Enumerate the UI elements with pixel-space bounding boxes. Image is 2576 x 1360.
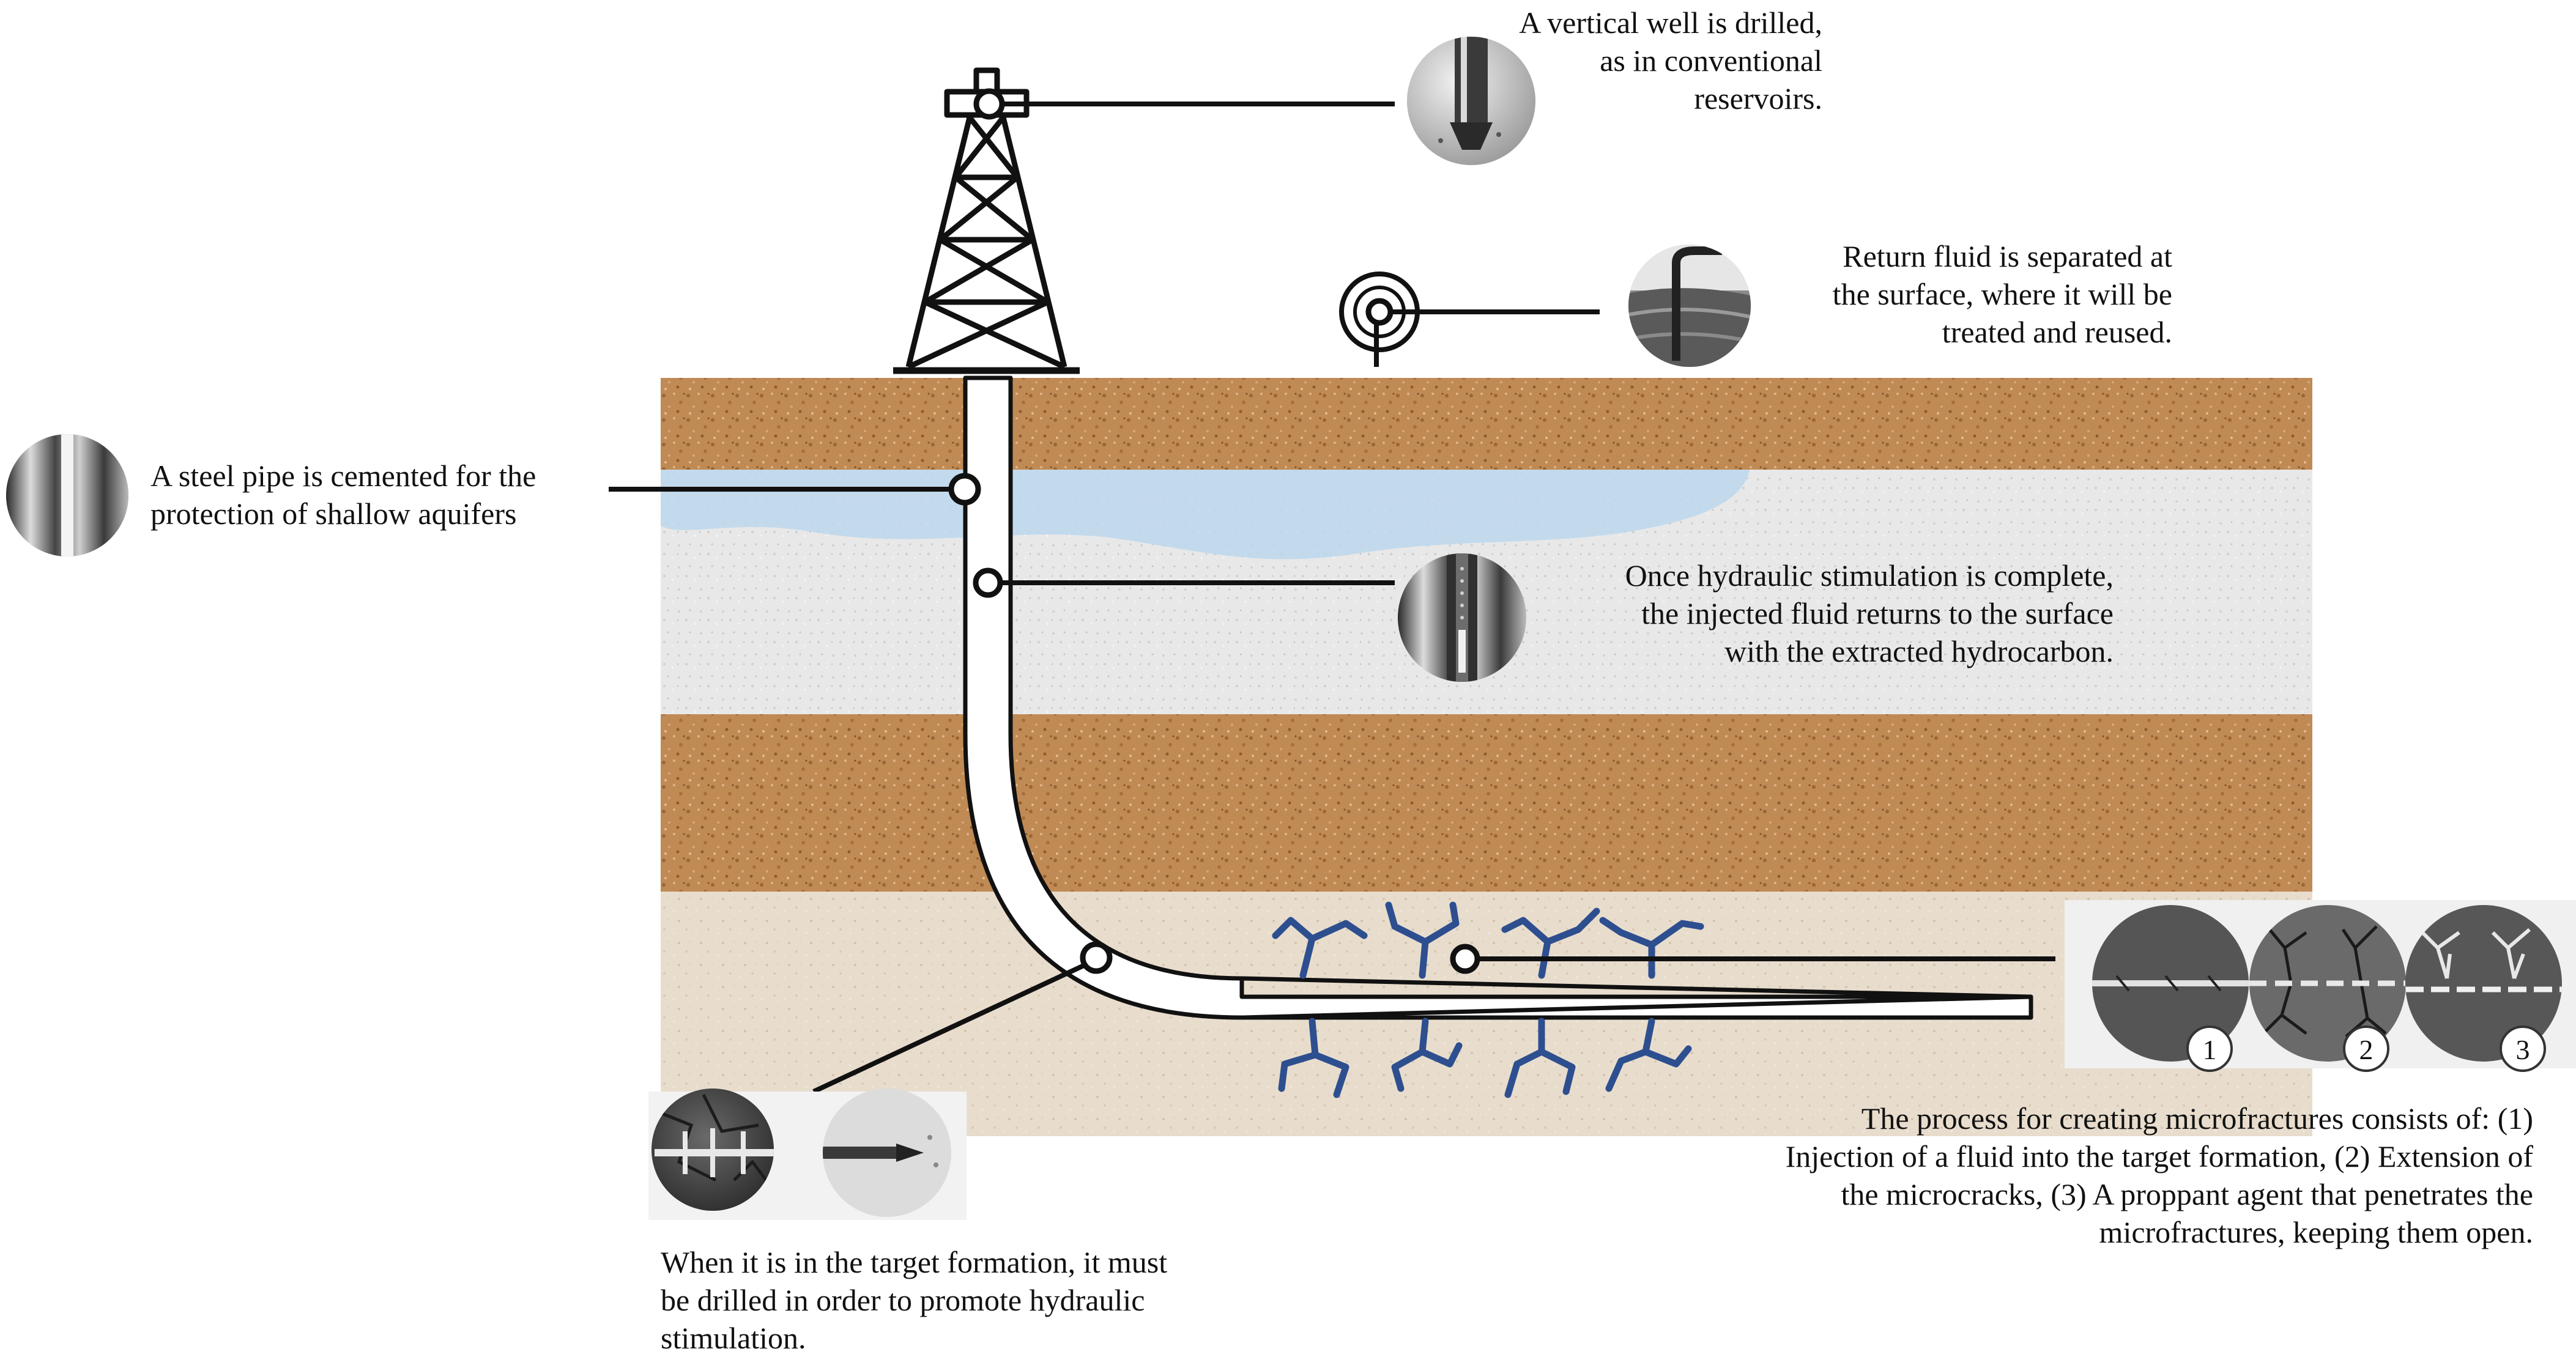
step-number-3: 3 bbox=[2516, 1034, 2530, 1065]
return-fluid-icon bbox=[1628, 245, 1751, 367]
step-number-1: 1 bbox=[2203, 1034, 2217, 1065]
marker-injected-fluid bbox=[973, 567, 1003, 598]
wellbore-pipe bbox=[963, 375, 2033, 1020]
wellbore-tip bbox=[1241, 976, 2033, 1020]
label-target-formation-line-3: stimulation. bbox=[661, 1321, 806, 1355]
label-vertical-well-line-3: reservoirs. bbox=[1694, 81, 1822, 116]
label-injected-fluid: Once hydraulic stimulation is complete, … bbox=[1625, 556, 2114, 670]
label-target-formation: When it is in the target formation, it m… bbox=[661, 1243, 1167, 1357]
fracture-upper-1 bbox=[1272, 917, 1368, 979]
fracture-upper-3 bbox=[1501, 907, 1600, 979]
label-steel-pipe-line-1: A steel pipe is cemented for the bbox=[150, 459, 536, 493]
horizontal-drilling-icon bbox=[648, 1088, 967, 1220]
label-return-fluid: Return fluid is separated at the surface… bbox=[1833, 237, 2172, 351]
step-number-2: 2 bbox=[2359, 1034, 2374, 1065]
label-target-formation-line-2: be drilled in order to promote hydraulic bbox=[661, 1283, 1145, 1317]
label-return-fluid-line-3: treated and reused. bbox=[1942, 315, 2172, 349]
shallow-aquifer bbox=[661, 470, 1750, 560]
marker-steel-pipe bbox=[948, 473, 981, 506]
callout-markers bbox=[948, 88, 1480, 974]
microfractures bbox=[1272, 901, 1704, 1098]
fracture-step-1 bbox=[2092, 905, 2249, 1062]
label-vertical-well: A vertical well is drilled, as in conven… bbox=[1519, 4, 1822, 117]
label-microfractures: The process for creating microfractures … bbox=[1786, 1099, 2533, 1251]
returning-fluid-icon bbox=[1398, 553, 1526, 682]
callout-line-target-formation bbox=[812, 961, 1090, 1094]
label-return-fluid-line-2: the surface, where it will be bbox=[1832, 277, 2172, 311]
fracture-lower-3 bbox=[1504, 1018, 1576, 1098]
steel-pipe-icon bbox=[6, 434, 128, 556]
label-microfractures-line-4: microfractures, keeping them open. bbox=[2099, 1215, 2533, 1249]
fracture-lower-2 bbox=[1391, 1018, 1463, 1092]
label-injected-fluid-line-3: with the extracted hydrocarbon. bbox=[1724, 634, 2114, 668]
marker-vertical-well bbox=[973, 88, 1005, 120]
label-microfractures-line-3: the microcracks, (3) A proppant agent th… bbox=[1841, 1177, 2533, 1211]
middle-sand-layer bbox=[661, 714, 2312, 892]
fracture-steps-icon: 1 2 3 bbox=[2065, 900, 2576, 1072]
label-steel-pipe-line-2: protection of shallow aquifers bbox=[150, 497, 517, 531]
upper-sand-layer bbox=[661, 378, 2312, 470]
label-vertical-well-line-2: as in conventional bbox=[1600, 43, 1822, 78]
fracture-lower-4 bbox=[1605, 1018, 1692, 1092]
step-number-badges: 1 2 3 bbox=[2186, 1026, 2546, 1072]
label-injected-fluid-line-2: the injected fluid returns to the surfac… bbox=[1641, 596, 2114, 630]
fracture-upper-4 bbox=[1599, 917, 1704, 979]
fracture-step-3 bbox=[2405, 905, 2562, 1062]
label-injected-fluid-line-1: Once hydraulic stimulation is complete, bbox=[1625, 558, 2114, 593]
label-microfractures-line-2: Injection of a fluid into the target for… bbox=[1785, 1139, 2533, 1173]
fracture-lower-1 bbox=[1278, 1018, 1349, 1098]
label-microfractures-line-1: The process for creating microfractures … bbox=[1861, 1101, 2533, 1136]
label-target-formation-line-1: When it is in the target formation, it m… bbox=[661, 1245, 1168, 1279]
fracture-step-2 bbox=[2249, 905, 2406, 1062]
label-return-fluid-line-1: Return fluid is separated at bbox=[1843, 239, 2172, 273]
callout-lines bbox=[609, 102, 2055, 1094]
marker-microfractures bbox=[1450, 944, 1480, 974]
label-vertical-well-line-1: A vertical well is drilled, bbox=[1519, 6, 1822, 40]
fracture-upper-2 bbox=[1385, 901, 1460, 979]
marker-return-fluid bbox=[1365, 298, 1394, 326]
label-steel-pipe: A steel pipe is cemented for the protect… bbox=[150, 457, 536, 533]
marker-target-formation bbox=[1080, 941, 1113, 974]
drill-bit-icon bbox=[1407, 37, 1535, 165]
